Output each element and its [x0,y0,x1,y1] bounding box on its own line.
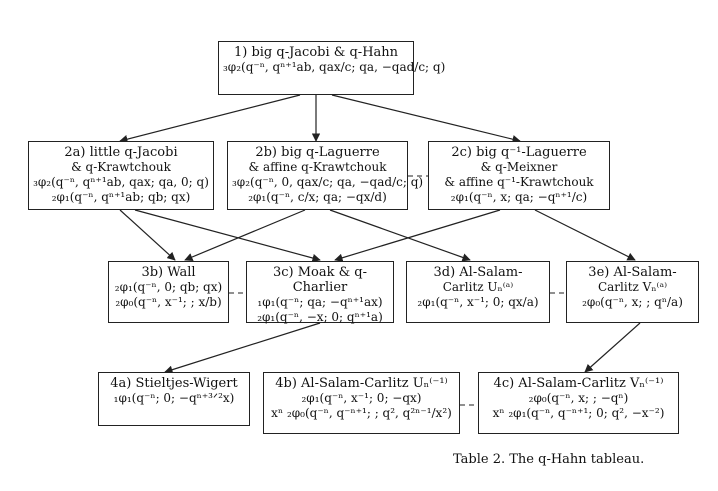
node-subtitle: & affine q⁻¹-Krawtchouk [444,175,594,189]
node-subtitle: Carlitz Vₙ⁽ᵃ⁾ [597,280,668,294]
node-formula: ₂φ₁(q⁻ⁿ, −x; 0; qⁿ⁺¹a) [257,310,383,324]
node-1-big-q-jacobi: 1) big q-Jacobi & q-Hahn ₃φ₂(q⁻ⁿ, qⁿ⁺¹ab… [218,41,446,95]
node-title: 4a) Stieltjes-Wigert [110,376,238,391]
node-formula: ₂φ₁(q⁻ⁿ, qⁿ⁺¹ab; qb; qx) [51,190,191,204]
edge-2c-3e [534,209,636,261]
node-title: 3b) Wall [141,265,196,280]
node-4b-al-salam-carlitz-u-inverse: 4b) Al-Salam-Carlitz Uₙ⁽⁻¹⁾ ₂φ₁(q⁻ⁿ, x⁻¹… [263,372,460,434]
node-title: 4c) Al-Salam-Carlitz Vₙ⁽⁻¹⁾ [493,376,664,391]
node-formula: ₂φ₁(q⁻ⁿ, c/x; qa; −qx/d) [248,190,387,204]
node-formula: xⁿ ₂φ₁(q⁻ⁿ, q⁻ⁿ⁺¹; 0; q², −x⁻²) [492,406,665,420]
edge-1-2a [119,94,301,144]
edge-2b-3b [184,209,306,261]
node-title: 4b) Al-Salam-Carlitz Uₙ⁽⁻¹⁾ [275,376,448,391]
edge-2b-3d [329,209,471,262]
node-formula: ₂φ₁(q⁻ⁿ, x; qa; −qⁿ⁺¹/c) [450,190,588,204]
node-title: 2c) big q⁻¹-Laguerre [451,145,587,160]
node-title: 2b) big q-Laguerre [255,145,380,160]
node-title: 3e) Al-Salam- [588,265,677,280]
node-3b-wall: 3b) Wall ₂φ₁(q⁻ⁿ, 0; qb; qx) ₂φ₀(q⁻ⁿ, x⁻… [108,261,229,323]
node-subtitle: & q-Meixner [480,160,558,174]
edge-2c-3c [334,209,501,262]
node-4c-al-salam-carlitz-v-inverse: 4c) Al-Salam-Carlitz Vₙ⁽⁻¹⁾ ₂φ₀(q⁻ⁿ, x; … [478,372,679,434]
node-formula: ₃φ₂(q⁻ⁿ, qⁿ⁺¹ab, qax; qa, 0; q) [33,175,209,189]
node-3d-al-salam-carlitz-u: 3d) Al-Salam- Carlitz Uₙ⁽ᵃ⁾ ₂φ₁(q⁻ⁿ, x⁻¹… [406,261,550,323]
edge-3e-4c [584,322,641,373]
node-title: 2a) little q-Jacobi [64,145,178,160]
node-formula: ₁φ₁(q⁻ⁿ; qa; −qⁿ⁺¹ax) [257,295,383,309]
node-2c-big-q-inverse-laguerre: 2c) big q⁻¹-Laguerre & q-Meixner & affin… [428,141,610,210]
node-formula: ₁φ₁(q⁻ⁿ; 0; −qⁿ⁺³ᐟ²x) [113,391,235,405]
node-title: 3d) Al-Salam- [433,265,523,280]
edge-1-2c [331,94,521,144]
node-2b-big-q-laguerre: 2b) big q-Laguerre & affine q-Krawtchouk… [227,141,424,210]
node-2a-little-q-jacobi: 2a) little q-Jacobi & q-Krawtchouk ₃φ₂(q… [28,141,214,210]
node-subtitle: & affine q-Krawtchouk [248,160,387,174]
node-formula: ₂φ₀(q⁻ⁿ, x⁻¹; ; x/b) [115,295,222,309]
node-subtitle: Carlitz Uₙ⁽ᵃ⁾ [442,280,514,294]
node-4a-stieltjes-wigert: 4a) Stieltjes-Wigert ₁φ₁(q⁻ⁿ; 0; −qⁿ⁺³ᐟ²… [98,372,250,426]
node-formula: xⁿ ₂φ₀(q⁻ⁿ, q⁻ⁿ⁺¹; ; q², q²ⁿ⁻¹/x²) [271,406,452,420]
edge-2a-3b [119,209,176,261]
node-formula: ₂φ₀(q⁻ⁿ, x; ; −qⁿ) [528,391,629,405]
node-formula: ₂φ₁(q⁻ⁿ, x⁻¹; 0; −qx) [301,391,422,405]
node-subtitle: & q-Krawtchouk [71,160,171,174]
figure-caption: Table 2. The q-Hahn tableau. [453,452,645,467]
node-formula: ₂φ₁(q⁻ⁿ, 0; qb; qx) [114,280,223,294]
node-title: 1) big q-Jacobi & q-Hahn [233,45,399,60]
node-formula: ₂φ₀(q⁻ⁿ, x; ; qⁿ/a) [582,295,683,309]
node-3e-al-salam-carlitz-v: 3e) Al-Salam- Carlitz Vₙ⁽ᵃ⁾ ₂φ₀(q⁻ⁿ, x; … [566,261,699,323]
node-formula: ₃φ₂(q⁻ⁿ, qⁿ⁺¹ab, qax/c; qa, −qad/c; q) [223,60,446,74]
node-formula: ₂φ₁(q⁻ⁿ, x⁻¹; 0; qx/a) [417,295,539,309]
edge-3c-4a [164,322,321,374]
edge-2a-3c [134,209,321,263]
node-formula: ₃φ₂(q⁻ⁿ, 0, qax/c; qa, −qad/c; q) [232,175,424,189]
node-3c-moak-q-charlier: 3c) Moak & q-Charlier ₁φ₁(q⁻ⁿ; qa; −qⁿ⁺¹… [246,261,394,324]
node-title: 3c) Moak & q-Charlier [272,265,368,295]
